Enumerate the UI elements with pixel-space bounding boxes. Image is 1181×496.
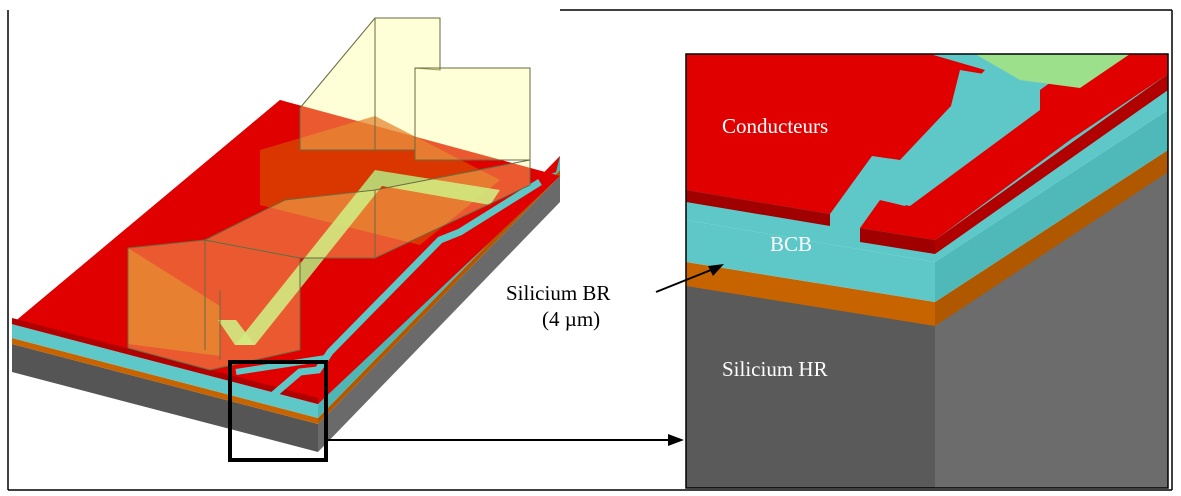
low-res-layer-right	[318, 170, 560, 424]
detail-conductor-left-front	[686, 190, 830, 226]
strip-line	[235, 170, 500, 345]
substrate-right-face	[318, 176, 560, 452]
detail-conductor-right-top	[860, 54, 1168, 240]
label-silicon-hr: Silicium HR	[722, 357, 828, 381]
air-boxes	[127, 17, 531, 371]
zoom-selection-box	[228, 360, 328, 462]
detail-conductor-right-front	[860, 228, 935, 254]
overlap-region-1	[128, 248, 220, 356]
detail-view: Conducteurs BCB Silicium HR	[685, 53, 1169, 489]
detail-bcb-front	[686, 220, 935, 302]
detail-conductor-right-side	[935, 74, 1168, 254]
detail-conductor-left-top	[686, 54, 985, 214]
label-silicon-br: Silicium BR	[506, 281, 610, 305]
detail-low-res-front	[686, 262, 935, 326]
detail-silicon-hr-front	[686, 285, 935, 488]
detail-air-box-strip	[975, 54, 1130, 88]
zoom-arrow	[326, 434, 684, 446]
substrate-front-face	[12, 344, 318, 452]
figure-frame	[7, 9, 1173, 491]
detail-bcb-side	[935, 110, 1168, 302]
conductor-front-edge	[12, 318, 318, 404]
detail-silicon-hr-side	[935, 170, 1168, 488]
bcb-layer-front	[12, 324, 318, 418]
label-bcb: BCB	[770, 232, 812, 256]
device-3d-model	[12, 17, 560, 462]
detail-frame	[685, 53, 1169, 489]
low-res-annotation: Silicium BR (4 µm)	[506, 264, 724, 331]
cpw-slot	[269, 179, 542, 399]
detail-low-res-side	[935, 150, 1168, 326]
detail-center-strip	[880, 70, 1020, 206]
strip-line-2	[218, 320, 255, 345]
low-res-layer-front	[12, 338, 318, 424]
label-conductors: Conducteurs	[722, 114, 828, 138]
label-silicon-br-thickness: (4 µm)	[542, 307, 600, 331]
